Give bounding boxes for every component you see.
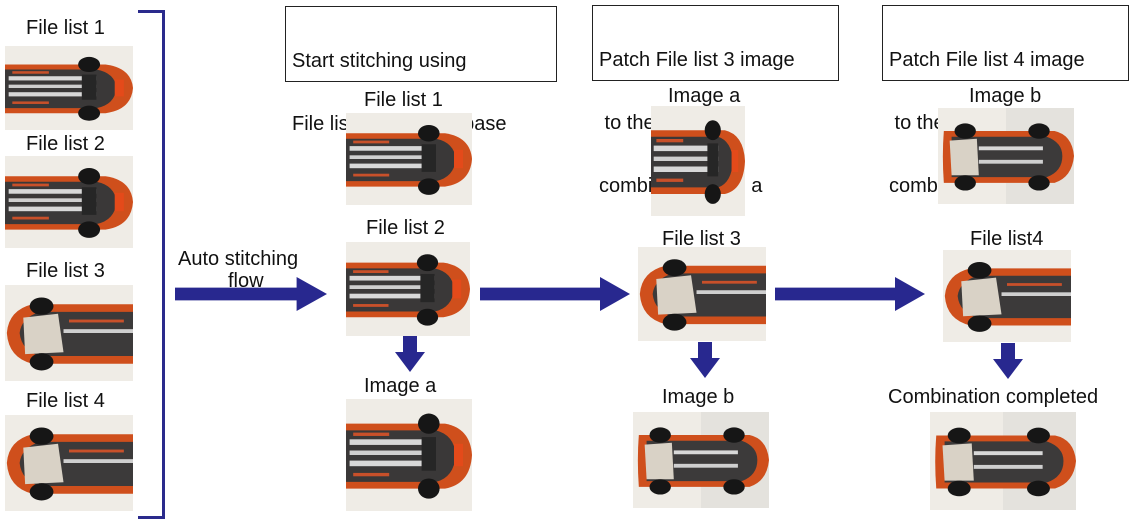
file-list-3-label: File list 3: [26, 260, 105, 282]
step-3-top-image: [938, 108, 1074, 204]
step-3-mid-label: File list4: [970, 228, 1044, 250]
step-2-result-image: [633, 412, 769, 508]
flow-arrow-right-icon: [175, 277, 327, 311]
step-1-description-box: Start stitching using File list 1 image …: [285, 6, 557, 135]
file-list-bracket: [138, 10, 165, 519]
step-2-top-image: [651, 106, 745, 216]
step-1-mid-label: File list 2: [366, 217, 445, 239]
step-2-result-label: Image b: [662, 386, 735, 408]
file-list-2-image: [5, 156, 133, 248]
step-1-top-label: File list 1: [364, 89, 443, 111]
file-list-1-image: [5, 46, 133, 130]
file-list-3-image: [5, 285, 133, 381]
step-1-mid-image: [346, 242, 470, 336]
step-3-box-line-1: Patch File list 4 image: [889, 49, 1085, 71]
file-list-1-label: File list 1: [26, 17, 105, 39]
step-1-arrow-down-icon: [395, 336, 425, 372]
step-2-description-box: Patch File list 3 image to the resulting…: [592, 5, 839, 197]
step-1-box-line-1: Start stitching using: [292, 50, 467, 72]
step-3-result-label: Combination completed: [888, 386, 1099, 408]
step-2-mid-label: File list 3: [662, 228, 741, 250]
step-3-top-label: Image b: [969, 85, 1042, 107]
file-list-4-label: File list 4: [26, 390, 105, 412]
step-3-arrow-down-icon: [993, 343, 1023, 379]
step-1-result-label: Image a: [364, 375, 437, 397]
step-2-to-3-arrow-icon: [775, 277, 925, 311]
step-1-to-2-arrow-icon: [480, 277, 630, 311]
step-3-mid-image: [943, 250, 1071, 342]
file-list-2-label: File list 2: [26, 133, 105, 155]
flow-label-line-1: Auto stitching: [178, 248, 299, 270]
step-2-arrow-down-icon: [690, 342, 720, 378]
step-3-description-box: Patch File list 4 image to the resulting…: [882, 5, 1129, 197]
step-3-result-image: [930, 412, 1076, 510]
flow-label-line-2: flow: [228, 270, 264, 292]
step-1-result-image: [346, 399, 472, 511]
file-list-4-image: [5, 415, 133, 511]
step-1-top-image: [346, 113, 472, 205]
step-2-box-line-1: Patch File list 3 image: [599, 49, 795, 71]
step-2-top-label: Image a: [668, 85, 741, 107]
step-2-mid-image: [638, 247, 766, 341]
